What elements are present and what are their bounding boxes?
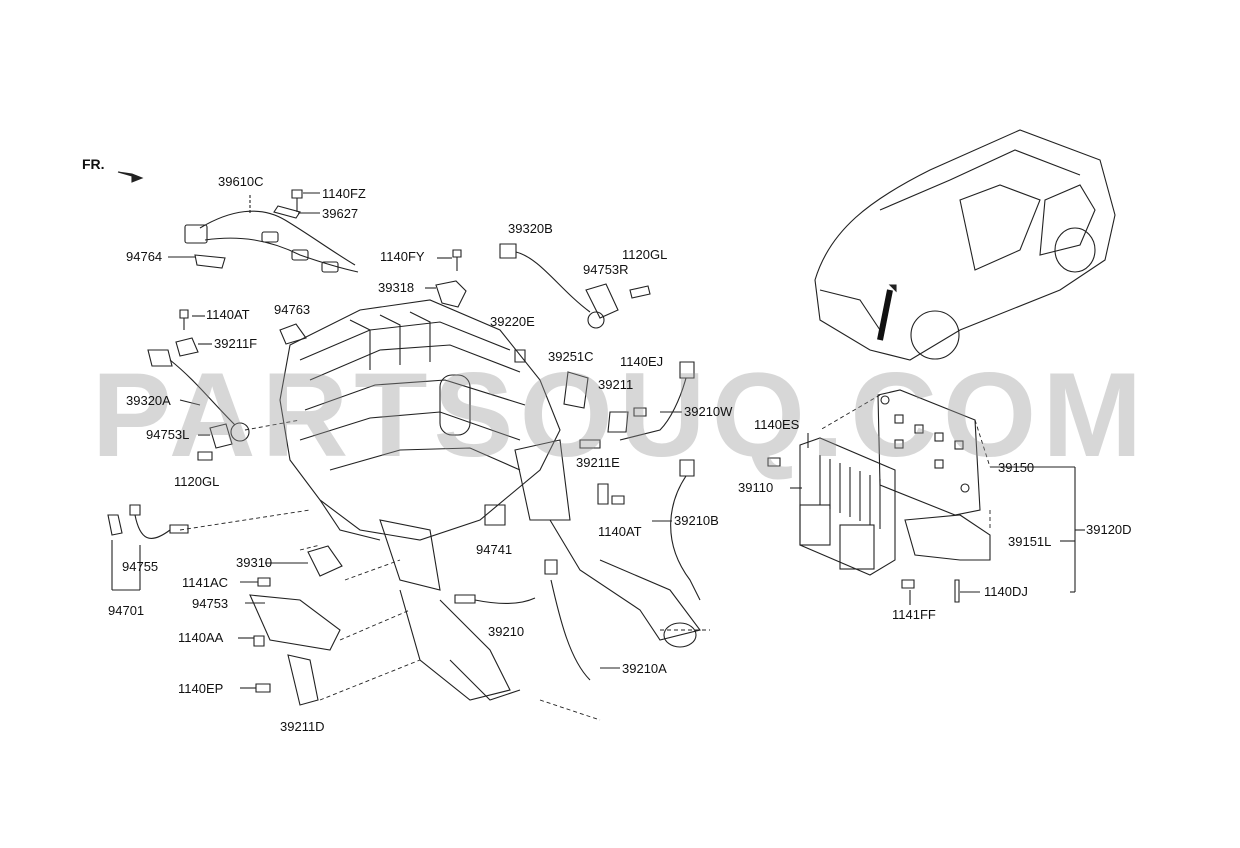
bolt-icon (255, 683, 271, 693)
part-label[interactable]: 1140AA (178, 630, 224, 645)
part-label[interactable]: 94741 (476, 542, 513, 557)
ecu-icon (799, 437, 896, 576)
part-label[interactable]: 39210W (684, 404, 733, 419)
part-label[interactable]: 39318 (378, 280, 415, 295)
part-label[interactable]: 94755 (122, 559, 159, 574)
wiring-harness-icon (184, 210, 359, 273)
part-label[interactable]: 1140AT (598, 524, 642, 539)
bolt-icon (291, 189, 303, 212)
part-label[interactable]: 1141FF (892, 607, 936, 622)
front-arrow-icon (117, 171, 144, 183)
bolt-icon (253, 635, 265, 647)
part-label[interactable]: 39211D (280, 719, 325, 734)
part-label[interactable]: 1120GL (174, 474, 220, 489)
ecu-bracket-icon (877, 389, 981, 516)
bolt-icon (197, 451, 213, 461)
front-direction-label: FR. (82, 156, 105, 172)
bolt-icon (452, 249, 462, 271)
part-label[interactable]: 39210 (488, 624, 525, 639)
part-label[interactable]: 39151L (1008, 534, 1052, 549)
part-label[interactable]: 1140AT (206, 307, 250, 322)
part-label[interactable]: 39610C (218, 174, 264, 189)
part-label[interactable]: 39627 (322, 206, 359, 221)
part-label[interactable]: 1140FY (380, 249, 425, 264)
clip-icon (273, 205, 301, 219)
part-label[interactable]: 39110 (738, 480, 774, 495)
part-label[interactable]: 1140ES (754, 417, 800, 432)
bracket-icon (607, 411, 629, 433)
part-label[interactable]: 39211 (598, 377, 634, 392)
part-label[interactable]: 1141AC (182, 575, 229, 590)
part-label[interactable]: 1140DJ (984, 584, 1028, 599)
vehicle-icon (814, 129, 1116, 361)
bolt-icon (633, 407, 647, 417)
sensor-icon (499, 243, 517, 259)
bolt-icon (257, 577, 271, 587)
part-label[interactable]: 1140EP (178, 681, 224, 696)
part-label[interactable]: 94753L (146, 427, 190, 442)
part-label[interactable]: 94753R (583, 262, 629, 277)
part-label[interactable]: 39120D (1086, 522, 1132, 537)
bolt-icon (629, 285, 651, 299)
part-label[interactable]: 39210B (674, 513, 719, 528)
bolt-icon (611, 495, 625, 505)
bolt-icon (767, 457, 781, 467)
part-label[interactable]: 94753 (192, 596, 229, 611)
part-label[interactable]: 39251C (548, 349, 594, 364)
part-label[interactable]: 39150 (998, 460, 1035, 475)
exhaust-icon (379, 439, 701, 701)
sensor-icon (435, 280, 467, 308)
bracket-icon (597, 483, 609, 505)
part-label[interactable]: 94763 (274, 302, 311, 317)
engine-icon (279, 299, 561, 541)
part-label[interactable]: 39211F (214, 336, 258, 351)
part-label[interactable]: 39211E (576, 455, 620, 470)
part-label[interactable]: 39320B (508, 221, 553, 236)
part-label[interactable]: 1140FZ (322, 186, 366, 201)
part-label[interactable]: 1140EJ (620, 354, 664, 369)
part-label[interactable]: 39220E (490, 314, 535, 329)
bolt-icon (901, 579, 915, 589)
part-label[interactable]: 39310 (236, 555, 273, 570)
bolt-icon (179, 309, 189, 330)
part-label[interactable]: 94701 (108, 603, 145, 618)
bolt-icon (954, 579, 960, 603)
part-label[interactable]: 39320A (126, 393, 171, 408)
part-label[interactable]: 94764 (126, 249, 163, 264)
part-label[interactable]: 1120GL (622, 247, 668, 262)
ecu-mount-icon (904, 514, 991, 561)
part-label[interactable]: 39210A (622, 661, 667, 676)
bracket-icon (563, 371, 589, 409)
